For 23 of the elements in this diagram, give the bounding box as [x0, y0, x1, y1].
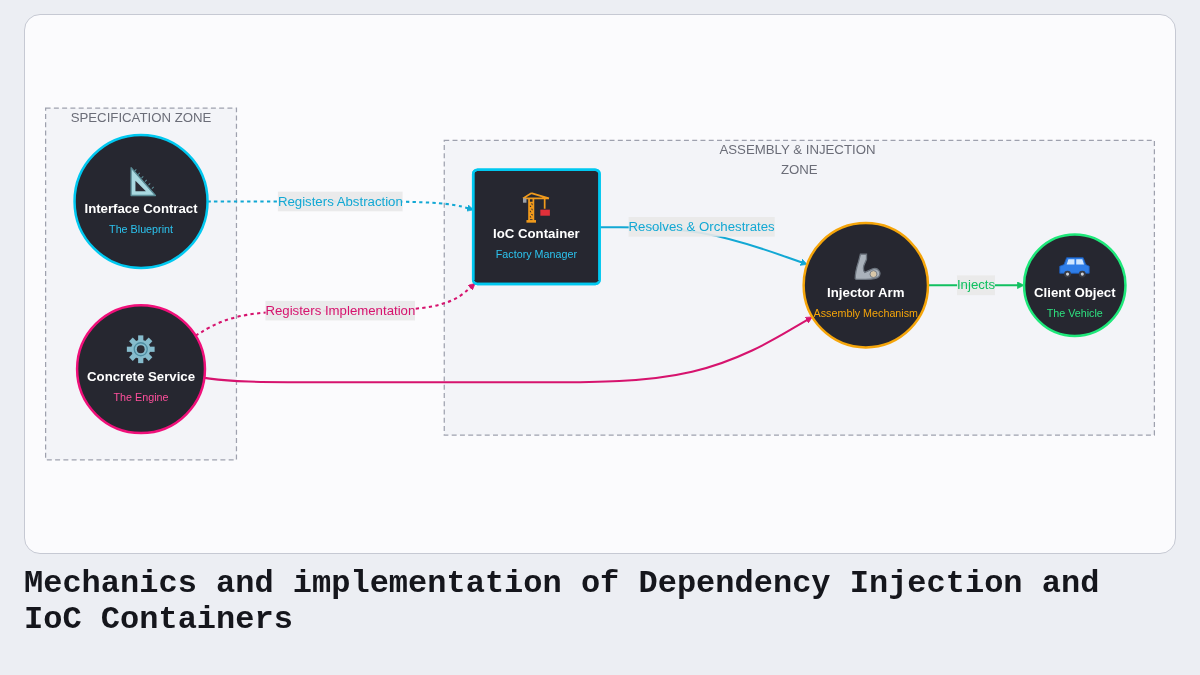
component-circle: [802, 221, 930, 349]
zone-title: ASSEMBLY & INJECTION ZONE: [719, 142, 876, 177]
node-title: Injector Arm: [827, 285, 905, 300]
component-circle: [75, 303, 207, 435]
node-subtitle: The Vehicle: [1046, 306, 1103, 320]
node-title: Client Object: [1034, 285, 1116, 300]
node-subtitle: Factory Manager: [495, 248, 577, 261]
node-title: Interface Contract: [84, 201, 198, 216]
edge-label: Registers Implementation: [265, 300, 416, 321]
node-subtitle: The Engine: [113, 390, 169, 403]
node-subtitle: The Blueprint: [109, 222, 173, 236]
node-subtitle: Assembly Mechanism: [813, 306, 919, 320]
zone-title: SPECIFICATION ZONE: [70, 110, 212, 125]
edge-label: Resolves & Orchestrates: [628, 216, 775, 237]
component-circle: [73, 133, 209, 270]
diagram-title: Mechanics and implementation of Dependency Injection and IoC Containers: [24, 566, 1101, 638]
edge-label: Registers Abstraction: [277, 191, 403, 212]
component-box: [471, 168, 601, 286]
component-circle: [1022, 233, 1127, 338]
arrow: [204, 316, 813, 384]
edge-label: Injects: [956, 275, 996, 296]
node-title: Concrete Service: [87, 369, 196, 384]
node-title: IoC Container: [493, 226, 580, 241]
